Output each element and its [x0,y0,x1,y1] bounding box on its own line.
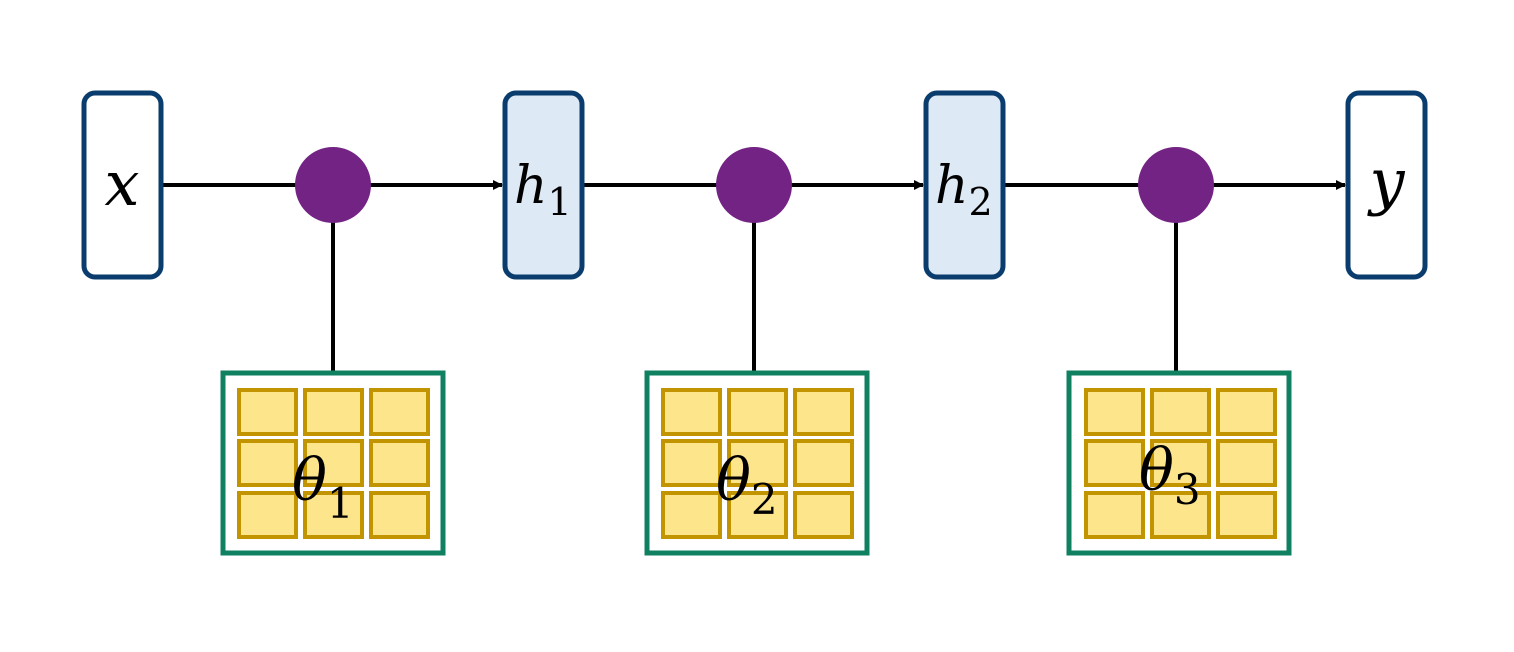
param-theta1: θ1 [220,370,446,556]
node-x: x [81,90,164,280]
vertical-edges [331,222,1178,373]
theta3-cell [1084,491,1145,539]
theta1-cell [369,388,430,436]
theta1-cell [369,439,430,487]
node-y-label: y [1366,145,1405,218]
param-theta2-label: θ2 [716,446,778,524]
theta1-cell [303,439,364,487]
theta2-cell [727,439,788,487]
theta1-cell [369,491,430,539]
node-h1: h1 [502,90,585,280]
param-theta3-grid [1084,388,1277,539]
node-x-box [81,90,164,280]
node-h2: h2 [923,90,1006,280]
theta1-cell [237,439,298,487]
theta3-cell [1216,439,1277,487]
param-theta1-grid [237,388,430,539]
param-theta3: θ3 [1066,370,1292,556]
node-y: y [1345,90,1428,280]
theta3-cell [1216,491,1277,539]
op3-circle [1138,147,1214,223]
operation-nodes [295,147,1214,223]
theta1-cell [237,388,298,436]
theta3-cell [1150,388,1211,436]
node-h2-subscript: 2 [969,180,993,224]
theta3-cell [1084,439,1145,487]
theta2-cell [793,388,854,436]
theta3-cell [1084,388,1145,436]
theta1-cell [303,388,364,436]
node-h2-label: h2 [935,156,993,224]
node-h1-symbol: h [514,156,548,216]
theta2-cell [661,491,722,539]
param-theta3-label: θ3 [1139,436,1201,514]
op2-circle [716,147,792,223]
theta3-cell [1216,388,1277,436]
theta1-cell [303,491,364,539]
node-h1-label: h1 [514,156,572,224]
node-h2-symbol: h [935,156,969,216]
theta1-symbol: θ [292,446,327,514]
node-h1-box [502,90,585,280]
theta2-cell [727,388,788,436]
theta2-cell [793,491,854,539]
theta2-symbol: θ [716,446,751,514]
param-theta2: θ2 [644,370,870,556]
theta2-subscript: 2 [751,475,778,524]
theta2-cell [793,439,854,487]
theta1-cell [237,491,298,539]
theta3-subscript: 3 [1174,465,1201,514]
param-theta1-label: θ1 [292,446,354,528]
theta3-symbol: θ [1139,436,1174,504]
op1-circle [295,147,371,223]
theta1-subscript: 1 [327,479,354,528]
theta2-cell [727,491,788,539]
theta3-cell [1150,439,1211,487]
node-y-box [1345,90,1428,280]
param-theta2-grid [661,388,854,539]
theta2-cell [661,439,722,487]
node-x-label: x [105,147,140,220]
theta3-cell [1150,491,1211,539]
node-h1-subscript: 1 [548,180,572,224]
theta2-cell [661,388,722,436]
node-h2-box [923,90,1006,280]
